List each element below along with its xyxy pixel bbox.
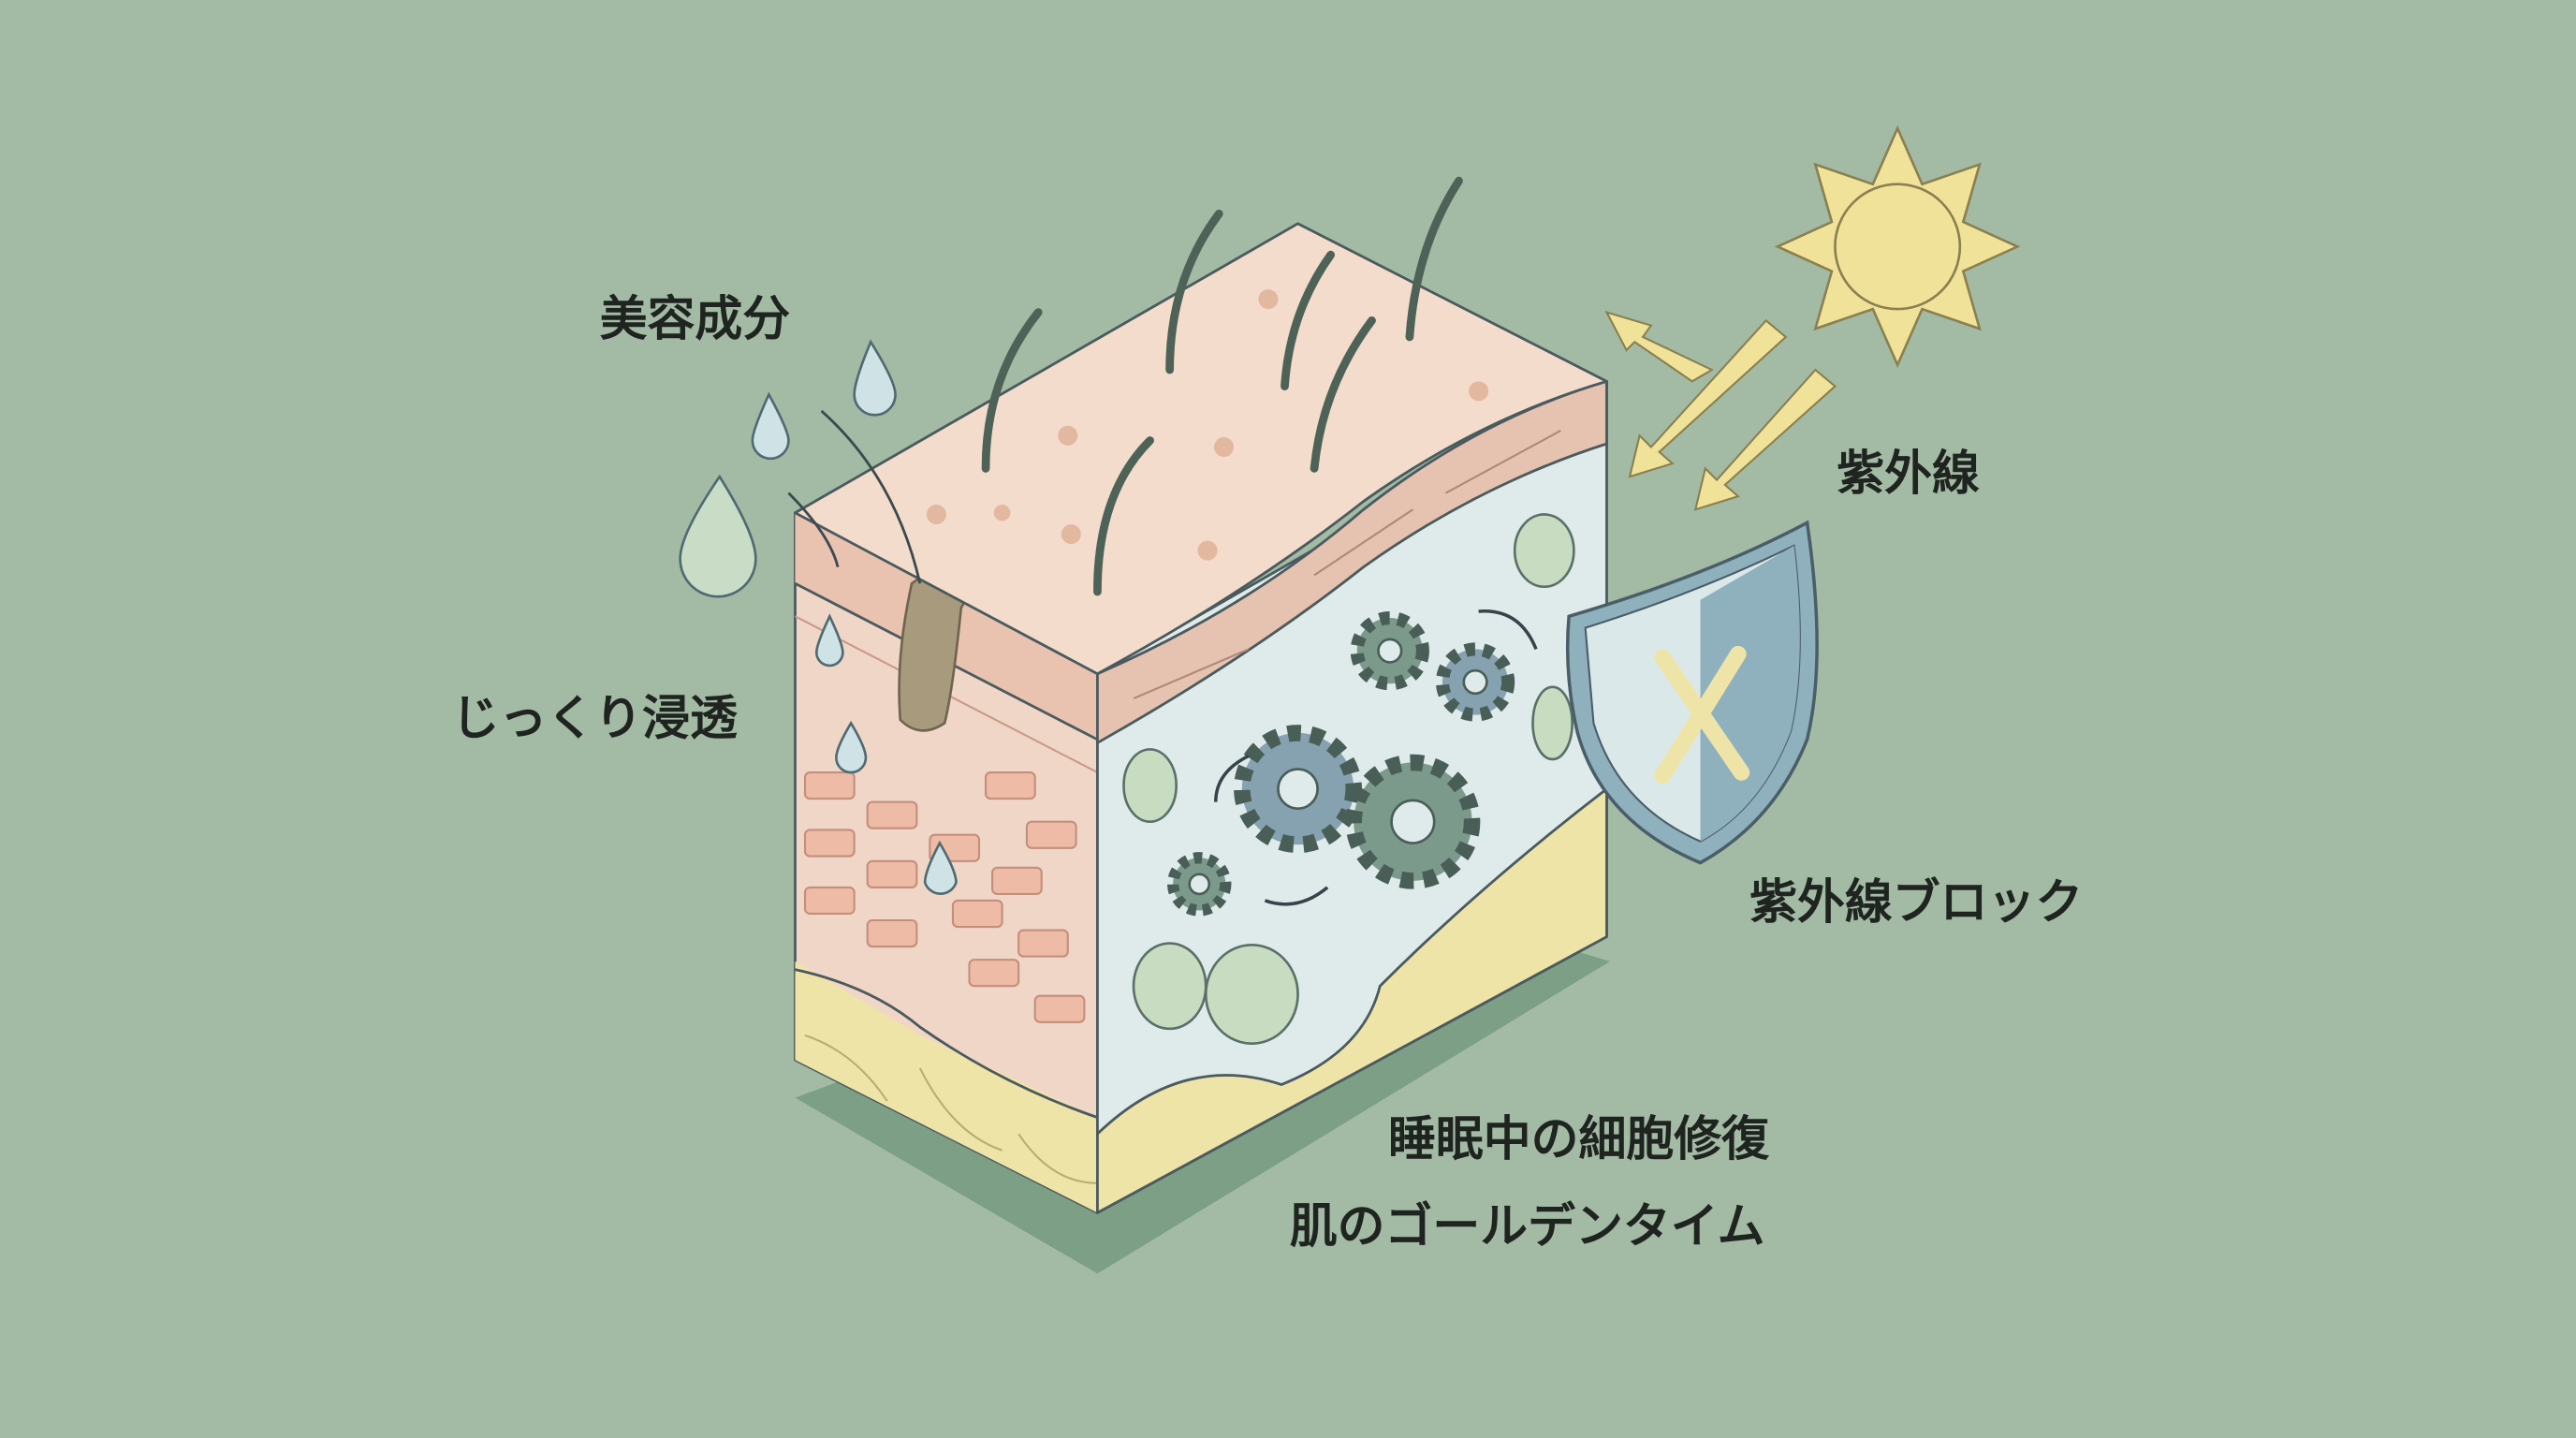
droplet-icon (679, 339, 958, 895)
label-ingredients: 美容成分 (600, 292, 791, 347)
uv-arrows (1604, 310, 1837, 511)
label-cell-repair: 睡眠中の細胞修復 (1388, 1112, 1770, 1167)
sun-icon (1774, 125, 2021, 369)
fat-cells (804, 1034, 1098, 1184)
cycle-arrows (1214, 609, 1538, 906)
label-golden-time: 肌のゴールデンタイム (1290, 1199, 1765, 1255)
label-uv: 紫外線 (1837, 447, 1980, 502)
hair (981, 176, 1463, 596)
skin-block-right-face (1096, 379, 1608, 1214)
skin-surface (794, 176, 1608, 676)
label-penetration: じっくり浸透 (452, 692, 739, 747)
gear-icon (1167, 611, 1515, 917)
label-uv-block: 紫外線ブロック (1749, 875, 2083, 931)
epidermis-cells (803, 770, 1086, 1023)
shield-icon (1565, 520, 1819, 865)
cells (1122, 513, 1575, 1045)
penetration-arrow (820, 409, 922, 584)
